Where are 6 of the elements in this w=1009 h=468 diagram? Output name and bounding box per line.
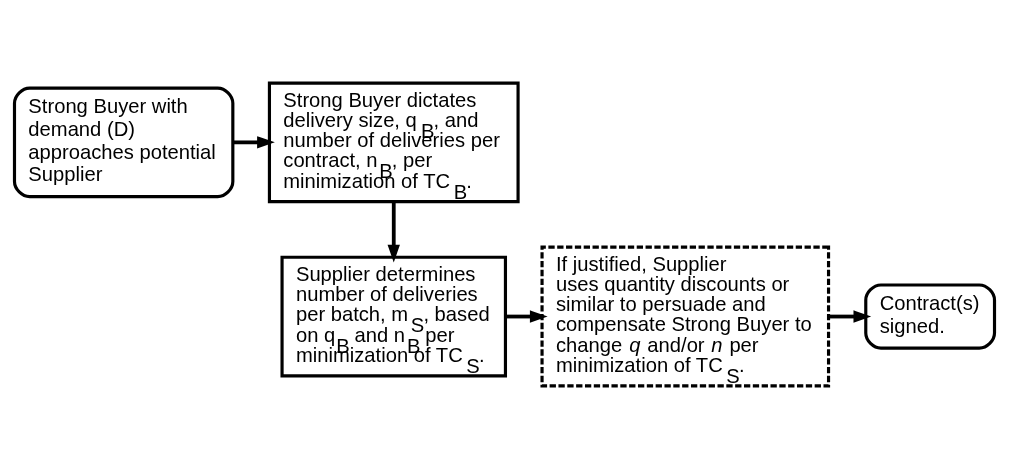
arrow	[233, 135, 275, 149]
arrow	[828, 309, 872, 323]
node-box: Contract(s) signed.	[864, 282, 997, 350]
arrow	[387, 201, 400, 262]
node-box: Strong Buyer with demand (D) approaches potential Supplier	[12, 86, 235, 198]
arrow	[505, 309, 548, 323]
